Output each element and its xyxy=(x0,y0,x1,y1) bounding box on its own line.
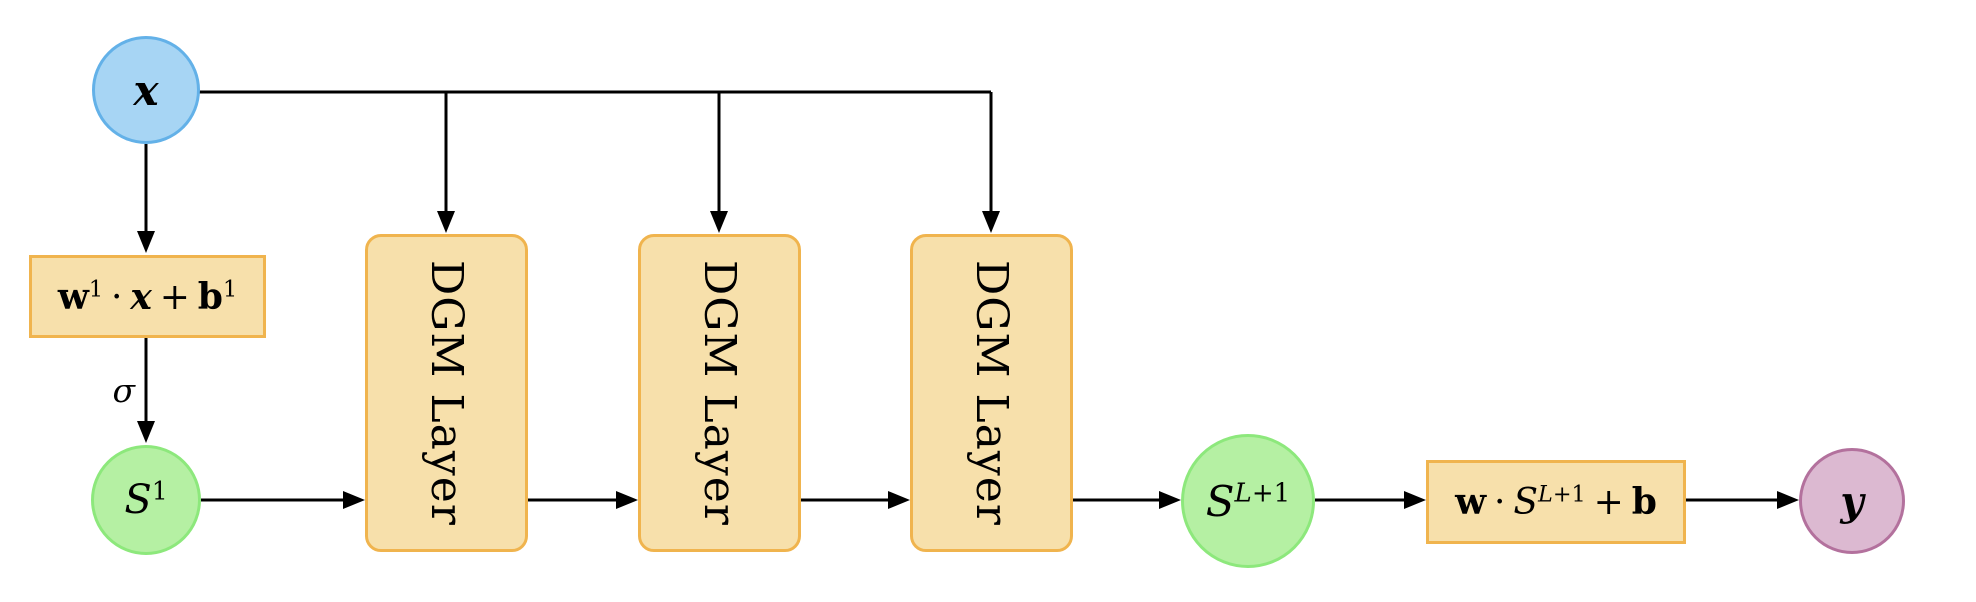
dgm-layer-2-box: DGM Layer xyxy=(638,234,801,552)
arrow-affine-out-to-y xyxy=(1686,491,1799,509)
arrow-affine-in-to-s1 xyxy=(137,338,155,443)
dgm-layer-3-box: DGM Layer xyxy=(910,234,1073,552)
arrow-x-to-dgm1 xyxy=(437,92,455,233)
state-node-s-final: SL+1 xyxy=(1181,434,1315,568)
state-node-s1-label: S1 xyxy=(124,476,168,523)
arrow-x-to-dgm3 xyxy=(982,92,1000,233)
arrow-dgm1-to-dgm2 xyxy=(528,491,638,509)
affine-input-formula: w1·x+b1 xyxy=(57,275,238,318)
affine-input-box: w1·x+b1 xyxy=(29,255,266,338)
dgm-layer-2-label: DGM Layer xyxy=(694,260,745,526)
dgm-layer-1-label: DGM Layer xyxy=(421,260,472,526)
state-node-s-final-label: SL+1 xyxy=(1205,476,1291,526)
dgm-layer-3-label: DGM Layer xyxy=(966,260,1017,526)
arrow-x-to-dgm2 xyxy=(710,92,728,233)
arrow-sfinal-to-affine-out xyxy=(1315,491,1426,509)
arrow-dgm2-to-dgm3 xyxy=(801,491,910,509)
output-node-y: y xyxy=(1799,448,1905,554)
input-node-x: x xyxy=(92,36,200,144)
arrow-dgm3-to-sfinal xyxy=(1073,491,1181,509)
state-node-s1: S1 xyxy=(91,445,201,555)
affine-output-formula: w·SL+1+b xyxy=(1455,481,1657,523)
sigma-activation-label: σ xyxy=(112,370,135,410)
output-node-label: y xyxy=(1840,477,1864,525)
arrow-x-to-affine-in xyxy=(137,144,155,253)
dgm-layer-1-box: DGM Layer xyxy=(365,234,528,552)
affine-output-box: w·SL+1+b xyxy=(1426,460,1686,544)
input-node-label: x xyxy=(133,65,159,115)
arrow-s1-to-dgm1 xyxy=(201,491,365,509)
